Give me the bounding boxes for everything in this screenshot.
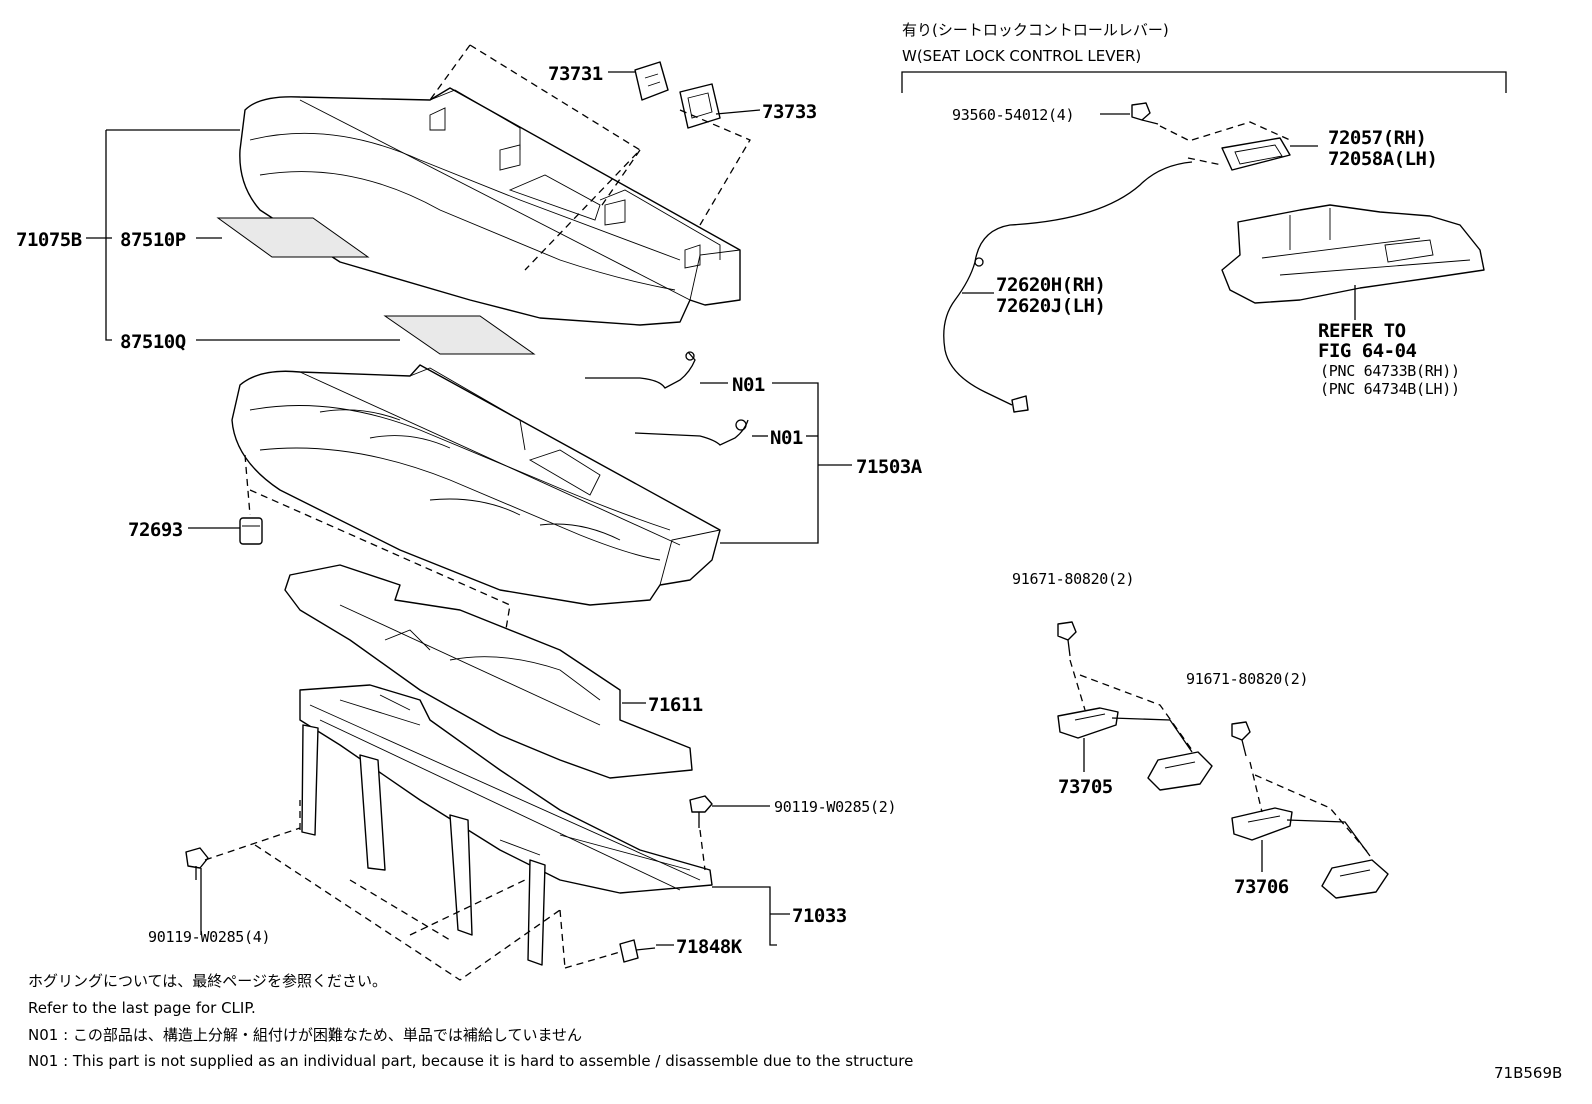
bracket-73705 bbox=[1057, 707, 1213, 791]
label-71033: 71033 bbox=[792, 905, 847, 927]
header-jp: 有り(シートロックコントロールレバー) bbox=[902, 21, 1169, 39]
bolt-90119-4-icon bbox=[185, 847, 209, 880]
lever-72057-icon bbox=[1221, 137, 1291, 171]
label-91671-a: 91671-80820(2) bbox=[1012, 570, 1134, 588]
trim-panel-64733b bbox=[1221, 204, 1485, 304]
label-71848k: 71848K bbox=[676, 936, 743, 958]
label-72620h: 72620H(RH) bbox=[996, 274, 1105, 296]
note-n01-en: N01 : This part is not supplied as an in… bbox=[28, 1052, 913, 1070]
bolt-90119-2-icon bbox=[689, 795, 713, 828]
note-n01-jp: N01 : この部品は、構造上分解・組付けが困難なため、単品では補給していません bbox=[28, 1026, 582, 1044]
bolt-93560-icon bbox=[1131, 102, 1159, 125]
cable-72620-icon bbox=[943, 161, 1193, 413]
label-n01-a: N01 bbox=[732, 374, 765, 396]
pad-87510p bbox=[216, 217, 370, 258]
label-73731: 73731 bbox=[548, 63, 603, 85]
label-73733: 73733 bbox=[762, 101, 817, 123]
pad-71611 bbox=[284, 564, 693, 779]
note-clip-en: Refer to the last page for CLIP. bbox=[28, 999, 256, 1017]
part-73733-icon bbox=[679, 83, 721, 129]
label-93560: 93560-54012(4) bbox=[952, 106, 1074, 124]
label-73705: 73705 bbox=[1058, 776, 1113, 798]
clip-71848k-icon bbox=[619, 939, 656, 963]
bracket-73706 bbox=[1231, 807, 1389, 899]
frame-71033 bbox=[299, 684, 713, 966]
figure-id: 71B569B bbox=[1494, 1064, 1562, 1082]
harness-n01-lower-icon bbox=[634, 419, 749, 446]
label-n01-b: N01 bbox=[770, 427, 803, 449]
label-refer-to: REFER TO bbox=[1318, 320, 1406, 342]
seat-back-cushion bbox=[239, 87, 741, 326]
label-91671-b: 91671-80820(2) bbox=[1186, 670, 1308, 688]
label-fig-64-04: FIG 64-04 bbox=[1318, 340, 1417, 362]
label-72057: 72057(RH) bbox=[1328, 127, 1426, 149]
part-73731-icon bbox=[634, 61, 669, 101]
harness-n01-upper-icon bbox=[585, 351, 696, 389]
label-pnc-64733b: (PNC 64733B(RH)) bbox=[1320, 362, 1460, 380]
bolt-91671-a-icon bbox=[1057, 621, 1077, 657]
label-71611: 71611 bbox=[648, 694, 703, 716]
header-en: W(SEAT LOCK CONTROL LEVER) bbox=[902, 47, 1141, 65]
label-87510p: 87510P bbox=[120, 229, 186, 251]
note-clip-jp: ホグリングについては、最終ページを参照ください。 bbox=[28, 972, 387, 990]
pad-87510q bbox=[383, 315, 536, 355]
label-71503a: 71503A bbox=[856, 456, 923, 478]
label-71075b: 71075B bbox=[16, 229, 82, 251]
label-73706: 73706 bbox=[1234, 876, 1289, 898]
label-72058a: 72058A(LH) bbox=[1328, 148, 1437, 170]
clip-72693-icon bbox=[239, 517, 263, 545]
label-90119-w0285-2: 90119-W0285(2) bbox=[774, 798, 896, 816]
seat-cushion bbox=[231, 364, 721, 606]
label-72620j: 72620J(LH) bbox=[996, 295, 1105, 317]
label-90119-w0285-4: 90119-W0285(4) bbox=[148, 928, 270, 946]
label-pnc-64734b: (PNC 64734B(LH)) bbox=[1320, 380, 1460, 398]
label-72693: 72693 bbox=[128, 519, 183, 541]
bolt-91671-b-icon bbox=[1231, 721, 1251, 757]
label-87510q: 87510Q bbox=[120, 331, 186, 353]
